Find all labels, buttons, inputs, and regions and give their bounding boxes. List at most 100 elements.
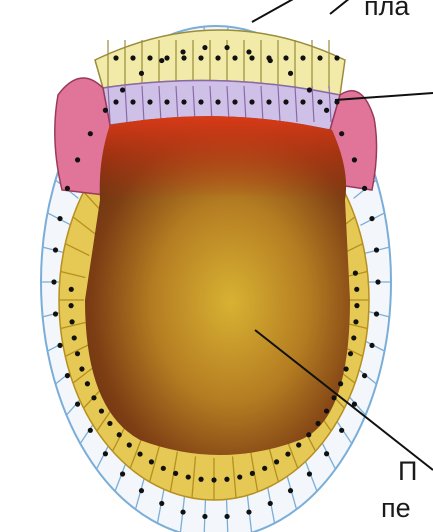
cell-nucleus [88, 428, 93, 433]
cell-nucleus [75, 157, 80, 162]
cell-nucleus [211, 477, 216, 482]
cell-nucleus [85, 381, 90, 386]
cell-nucleus [164, 55, 169, 60]
cell-nucleus [88, 131, 93, 136]
cell-nucleus [198, 99, 203, 104]
cell-nucleus [53, 311, 58, 316]
cell-nucleus [374, 247, 379, 252]
cell-nucleus [107, 421, 112, 426]
cell-nucleus [161, 466, 166, 471]
cell-nucleus [274, 459, 279, 464]
cell-nucleus [353, 319, 358, 324]
cell-nucleus [246, 49, 251, 54]
cell-nucleus [137, 451, 142, 456]
cell-nucleus [317, 55, 322, 60]
cell-nucleus [91, 395, 96, 400]
cell-nucleus [317, 99, 322, 104]
cell-nucleus [224, 45, 229, 50]
yolk-red-zone [100, 116, 346, 200]
cell-nucleus [68, 303, 73, 308]
cell-nucleus [120, 471, 125, 476]
cell-nucleus [198, 477, 203, 482]
pointer-line-top-right [330, 0, 350, 14]
cell-nucleus [69, 319, 74, 324]
cell-nucleus [249, 99, 254, 104]
cell-nucleus [296, 442, 301, 447]
cell-nucleus [65, 186, 70, 191]
cell-nucleus [362, 373, 367, 378]
cell-nucleus [288, 71, 293, 76]
cell-nucleus [315, 421, 320, 426]
cell-nucleus [369, 216, 374, 221]
cell-nucleus [343, 366, 348, 371]
cell-nucleus [149, 459, 154, 464]
cell-nucleus [285, 451, 290, 456]
label-bottom-right-line2: пе [381, 495, 411, 522]
cell-nucleus [57, 216, 62, 221]
cell-nucleus [300, 55, 305, 60]
cell-nucleus [288, 488, 293, 493]
cell-nucleus [69, 287, 74, 292]
cell-nucleus [307, 87, 312, 92]
cell-nucleus [246, 509, 251, 514]
cell-nucleus [202, 45, 207, 50]
cell-nucleus [306, 432, 311, 437]
cell-nucleus [202, 514, 207, 519]
cell-nucleus [53, 247, 58, 252]
cell-nucleus [173, 471, 178, 476]
cell-nucleus [334, 55, 339, 60]
cell-nucleus [159, 501, 164, 506]
cell-nucleus [181, 99, 186, 104]
cell-nucleus [351, 335, 356, 340]
cell-nucleus [72, 335, 77, 340]
cell-nucleus [51, 279, 56, 284]
cell-nucleus [120, 87, 125, 92]
cell-nucleus [352, 157, 357, 162]
cell-nucleus [139, 71, 144, 76]
cell-nucleus [147, 55, 152, 60]
cell-nucleus [215, 99, 220, 104]
cell-nucleus [262, 466, 267, 471]
cell-nucleus [215, 55, 220, 60]
cell-nucleus [237, 474, 242, 479]
cell-nucleus [354, 287, 359, 292]
cell-nucleus [139, 488, 144, 493]
cell-nucleus [113, 55, 118, 60]
cell-nucleus [224, 477, 229, 482]
cell-nucleus [130, 55, 135, 60]
cell-nucleus [180, 49, 185, 54]
cell-nucleus [180, 509, 185, 514]
cell-nucleus [324, 108, 329, 113]
cell-nucleus [103, 108, 108, 113]
cell-nucleus [198, 55, 203, 60]
cell-nucleus [369, 343, 374, 348]
cell-nucleus [354, 303, 359, 308]
cell-nucleus [353, 271, 358, 276]
cell-nucleus [283, 99, 288, 104]
cell-nucleus [283, 55, 288, 60]
cell-nucleus [268, 501, 273, 506]
cell-nucleus [339, 428, 344, 433]
cell-nucleus [250, 471, 255, 476]
pointer-line-top-left [252, 0, 295, 22]
cell-nucleus [266, 55, 271, 60]
cell-nucleus [113, 99, 118, 104]
cell-nucleus [307, 471, 312, 476]
cell-nucleus [130, 99, 135, 104]
label-top-right: пла [364, 0, 409, 20]
cell-nucleus [127, 442, 132, 447]
cell-nucleus [362, 186, 367, 191]
cell-nucleus [324, 451, 329, 456]
cell-nucleus [164, 99, 169, 104]
cell-nucleus [117, 432, 122, 437]
cell-nucleus [374, 311, 379, 316]
cell-nucleus [324, 408, 329, 413]
cell-nucleus [339, 131, 344, 136]
cell-nucleus [331, 395, 336, 400]
cell-nucleus [224, 514, 229, 519]
cell-nucleus [181, 55, 186, 60]
cell-nucleus [65, 373, 70, 378]
cell-nucleus [79, 366, 84, 371]
cell-nucleus [232, 55, 237, 60]
